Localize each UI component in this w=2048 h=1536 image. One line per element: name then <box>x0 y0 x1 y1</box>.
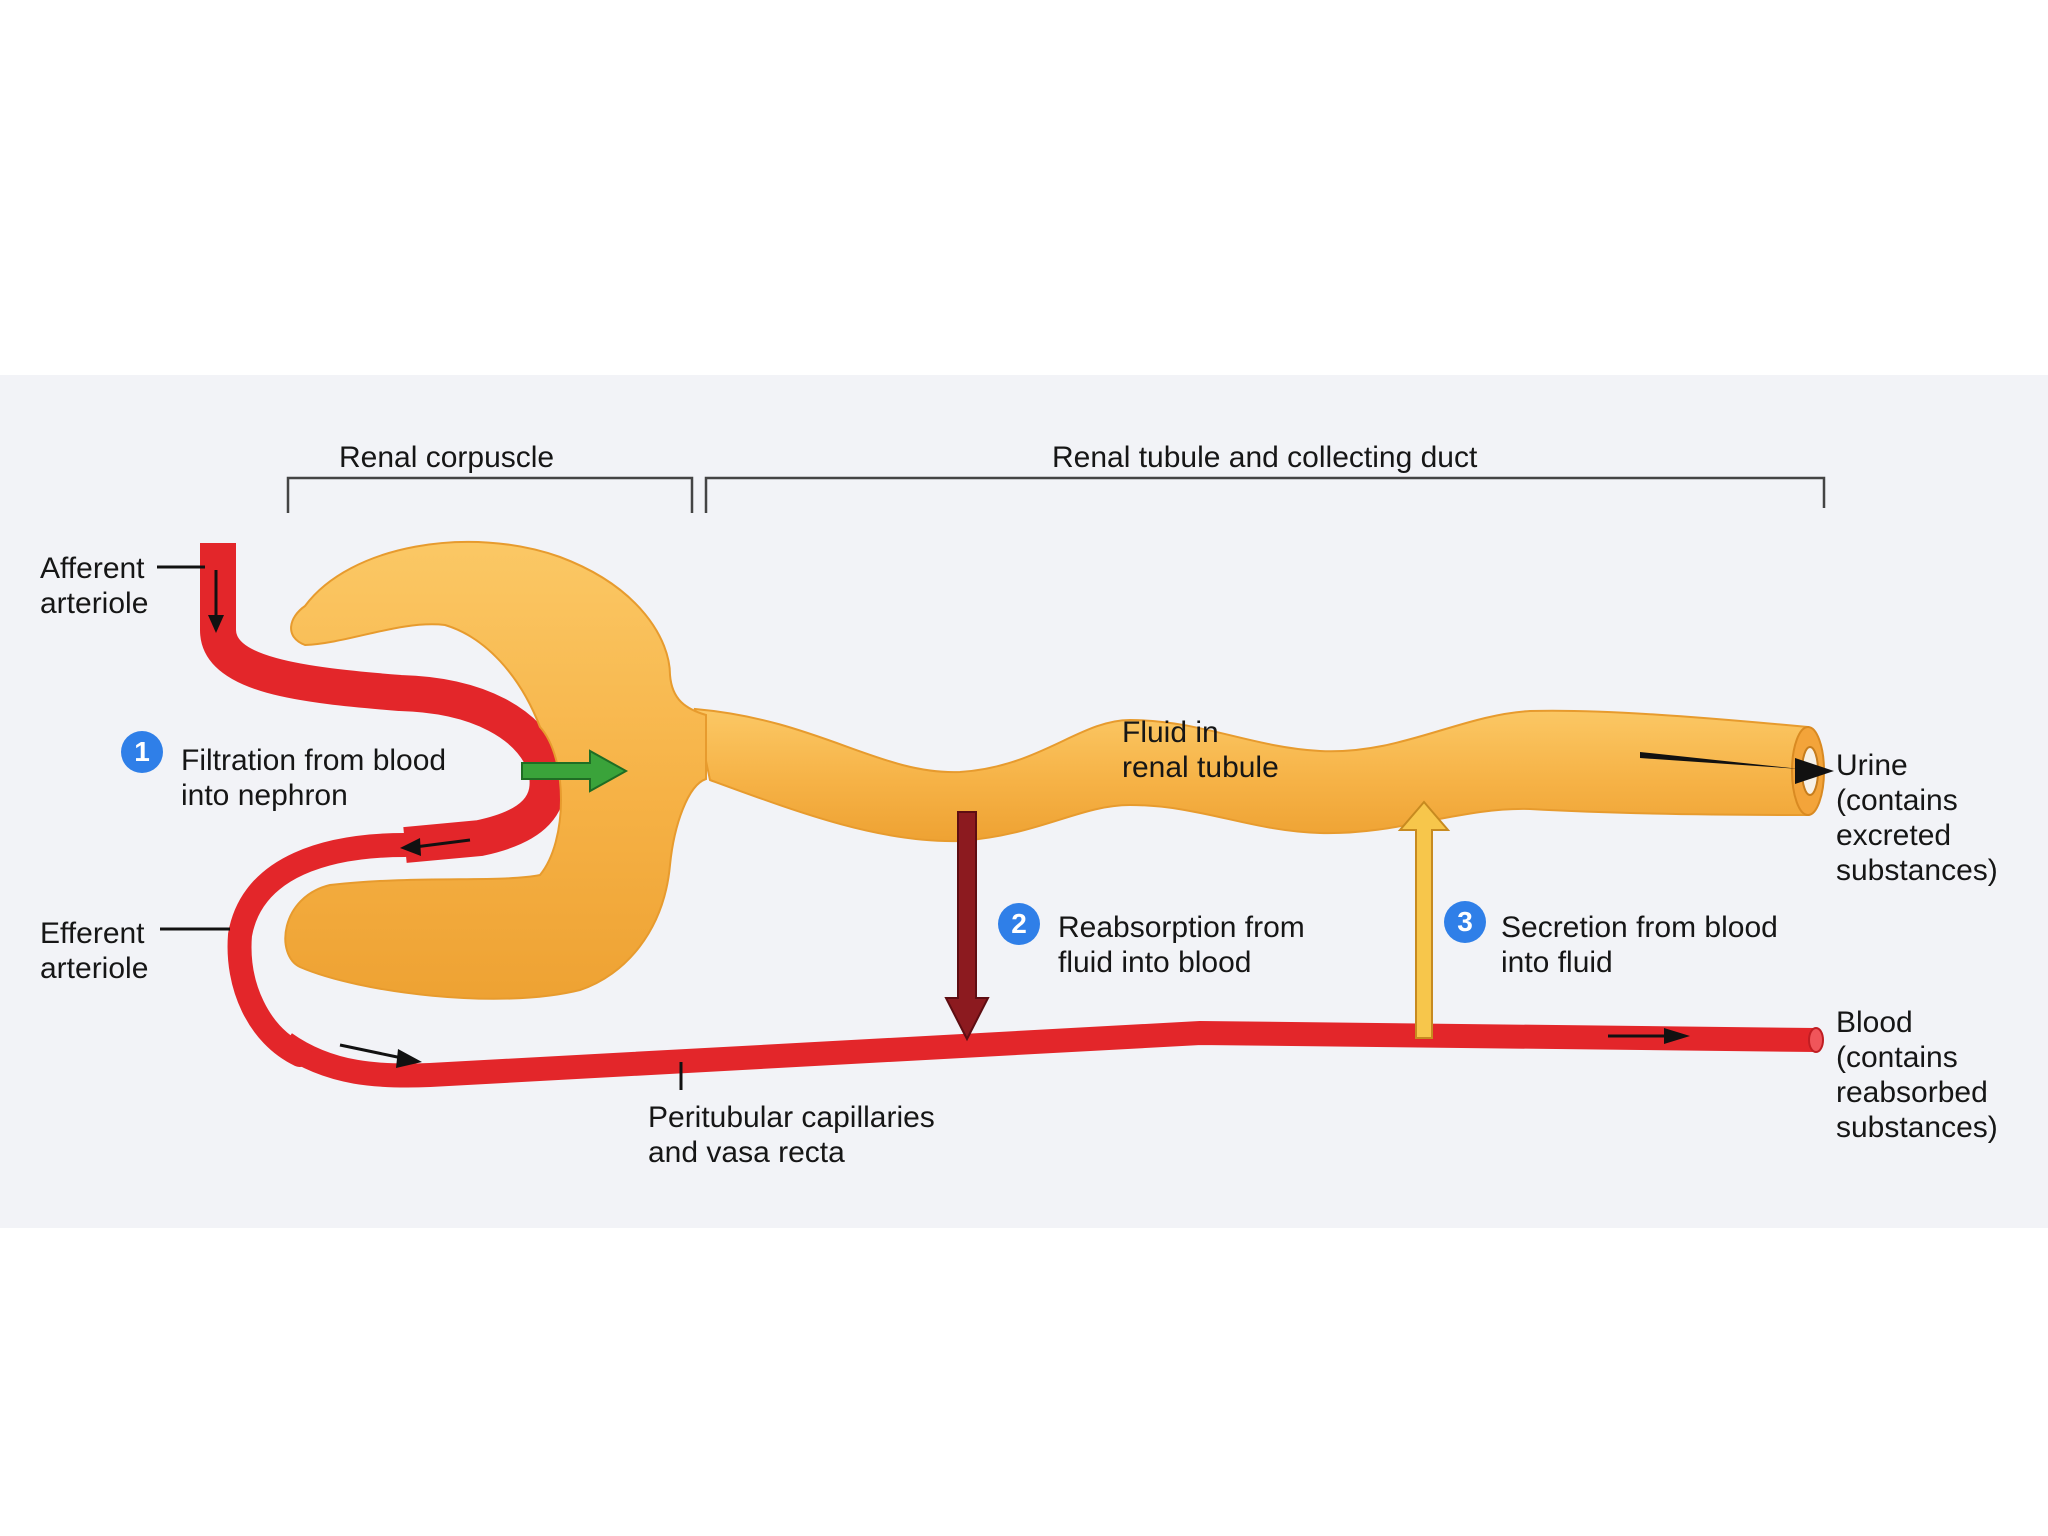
blood-label-2: (contains <box>1836 1041 1958 1074</box>
fluid-label-1: Fluid in <box>1122 716 1219 749</box>
efferent-arteriole-label-2: arteriole <box>40 952 149 985</box>
capillary-flow-arrowhead-2 <box>1664 1028 1690 1044</box>
afferent-arrowhead <box>208 615 224 633</box>
filtration-arrow <box>521 749 629 793</box>
efferent-arteriole <box>227 833 417 1067</box>
renal-tubule-bracket <box>704 476 1826 513</box>
step-1-label-2: into nephron <box>181 779 348 812</box>
peritubular-label-1: Peritubular capillaries <box>648 1101 935 1134</box>
afferent-arteriole <box>200 543 566 863</box>
afferent-arteriole-label-1: Afferent <box>40 552 145 585</box>
step-3-badge: 3 <box>1444 901 1486 943</box>
step-2-label-1: Reabsorption from <box>1058 911 1305 944</box>
diagram-canvas <box>157 476 1834 1090</box>
urine-flow-arrow <box>1640 752 1800 769</box>
step-3-label-2: into fluid <box>1501 946 1613 979</box>
capillary-flow-arrowhead-1 <box>396 1049 422 1068</box>
step-2-badge: 2 <box>998 903 1040 945</box>
nephron-diagram: Renal corpuscle Renal tubule and collect… <box>0 375 2048 1228</box>
urine-label-2: (contains <box>1836 784 1958 817</box>
capillary-end <box>1808 1027 1824 1053</box>
efferent-return-arrowhead <box>400 838 421 856</box>
urine-label-1: Urine <box>1836 749 1908 782</box>
step-1-badge: 1 <box>121 731 163 773</box>
urine-flow-arrowhead <box>1795 758 1834 784</box>
urine-label-4: substances) <box>1836 854 1998 887</box>
renal-tubule-duct-label: Renal tubule and collecting duct <box>1052 441 1478 474</box>
renal-corpuscle-bracket <box>286 476 694 513</box>
blood-label-3: reabsorbed <box>1836 1076 1988 1109</box>
bowman-capsule <box>284 540 707 1000</box>
afferent-arteriole-label-2: arteriole <box>40 587 149 620</box>
blood-label-4: substances) <box>1836 1111 1998 1144</box>
capillary-flow-arrow-1 <box>339 1043 403 1060</box>
reabsorption-arrow <box>944 811 990 1042</box>
fluid-label-2: renal tubule <box>1122 751 1279 784</box>
renal-corpuscle-label: Renal corpuscle <box>339 441 555 474</box>
urine-label-3: excreted <box>1836 819 1952 852</box>
peritubular-capillary <box>278 1020 1817 1088</box>
step-1-label-1: Filtration from blood <box>181 744 447 777</box>
blood-label-1: Blood <box>1836 1006 1913 1039</box>
efferent-arteriole-label-1: Efferent <box>40 917 145 950</box>
peritubular-label-2: and vasa recta <box>648 1136 845 1169</box>
step-3-label-1: Secretion from blood <box>1501 911 1778 944</box>
step-2-label-2: fluid into blood <box>1058 946 1252 979</box>
efferent-return-arrow <box>414 838 471 849</box>
secretion-arrow <box>1397 800 1451 1039</box>
